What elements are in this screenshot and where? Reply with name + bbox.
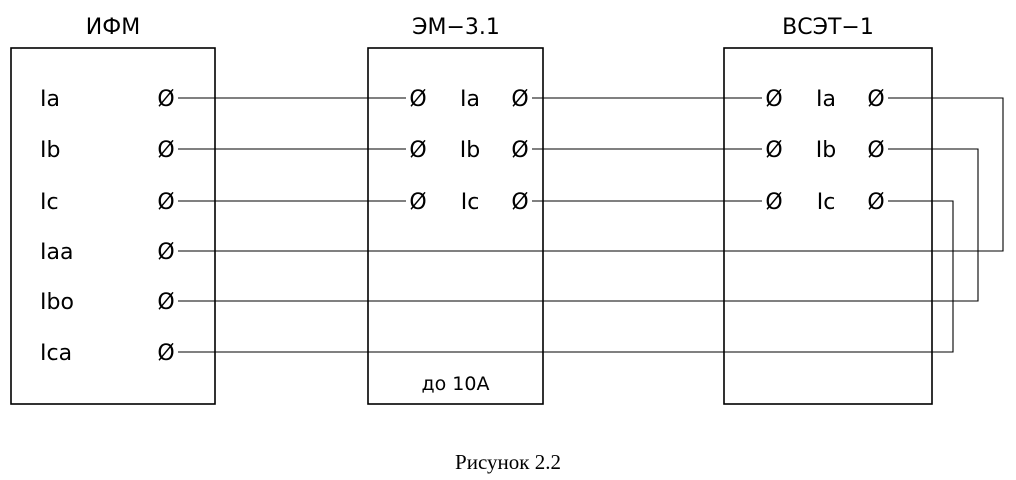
em-label-ia: Ia (460, 87, 480, 112)
ifm-label-iaa: Iaa (40, 240, 73, 265)
block-em-title: ЭМ−3.1 (412, 15, 500, 40)
em-label-ib: Ib (460, 138, 480, 163)
em-terminal-out-ic: Ø (511, 190, 528, 215)
vset-terminal-in-ia: Ø (765, 87, 782, 112)
ifm-label-ibo: Ibo (40, 290, 74, 315)
block-em-box (367, 47, 544, 405)
ifm-label-ic: Ic (40, 190, 59, 215)
em-terminal-out-ib: Ø (511, 138, 528, 163)
ifm-label-ib: Ib (40, 138, 60, 163)
vset-terminal-out-ic: Ø (867, 190, 884, 215)
vset-label-ib: Ib (816, 138, 836, 163)
ifm-terminal-iaa: Ø (157, 240, 174, 265)
ifm-terminal-ia: Ø (157, 87, 174, 112)
wire-return-a (178, 97, 1004, 252)
em-terminal-in-ic: Ø (409, 190, 426, 215)
em-terminal-in-ia: Ø (409, 87, 426, 112)
vset-terminal-in-ib: Ø (765, 138, 782, 163)
ifm-terminal-ib: Ø (157, 138, 174, 163)
vset-terminal-out-ia: Ø (867, 87, 884, 112)
em-terminal-out-ia: Ø (511, 87, 528, 112)
vset-terminal-out-ib: Ø (867, 138, 884, 163)
em-label-ic: Ic (461, 190, 480, 215)
ifm-terminal-ica: Ø (157, 341, 174, 366)
block-em-note: до 10А (422, 373, 490, 395)
figure-caption: Рисунок 2.2 (455, 450, 561, 474)
wire-return-c (178, 200, 954, 353)
vset-label-ia: Ia (816, 87, 836, 112)
vset-terminal-in-ic: Ø (765, 190, 782, 215)
block-vset-box (723, 47, 933, 405)
em-terminal-in-ib: Ø (409, 138, 426, 163)
block-ifm-title: ИФМ (86, 15, 140, 40)
wire-return-b (178, 148, 979, 302)
block-vset-title: ВСЭТ−1 (782, 15, 874, 40)
ifm-label-ia: Ia (40, 87, 60, 112)
block-ifm-box (10, 47, 216, 405)
vset-label-ic: Ic (817, 190, 836, 215)
ifm-terminal-ibo: Ø (157, 290, 174, 315)
ifm-terminal-ic: Ø (157, 190, 174, 215)
ifm-label-ica: Ica (40, 341, 72, 366)
